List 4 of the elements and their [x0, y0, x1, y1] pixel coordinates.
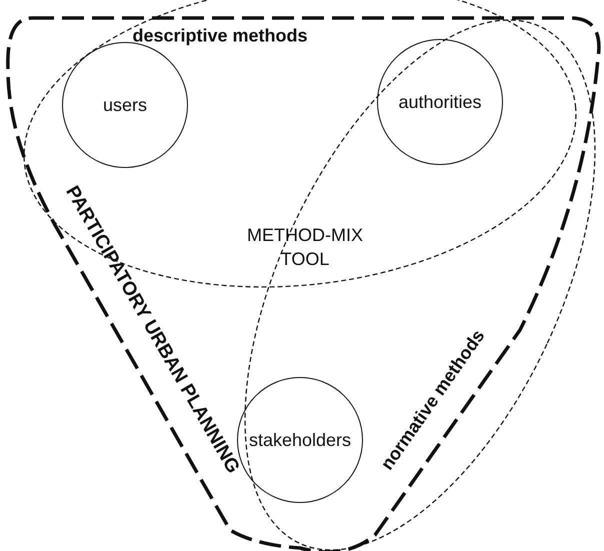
circle-node: users [62, 42, 188, 168]
circle-node: stakeholders [237, 377, 363, 503]
circle-node: authorities [377, 39, 503, 165]
center-label: METHOD-MIX TOOL [246, 224, 364, 271]
